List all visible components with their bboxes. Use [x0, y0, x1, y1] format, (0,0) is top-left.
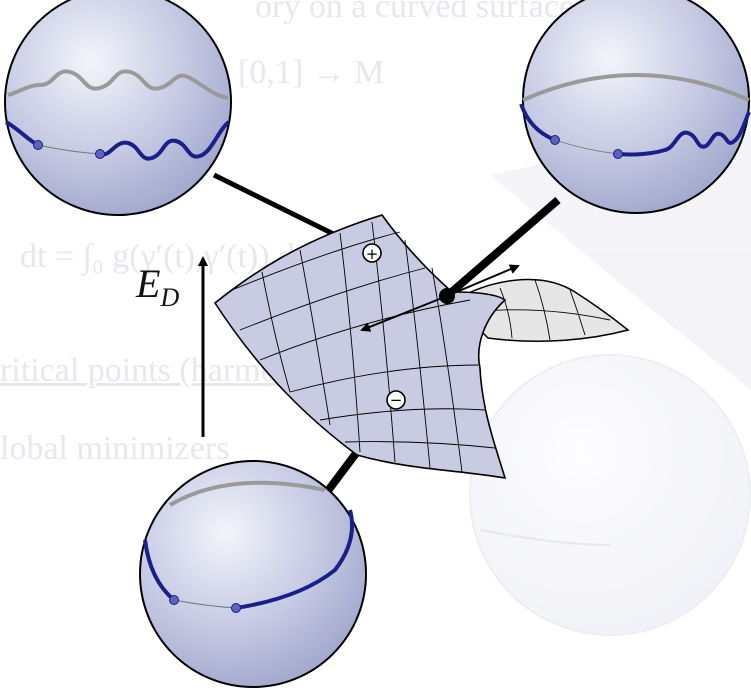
sphere-top-right	[519, 0, 751, 214]
back-great-circle	[168, 480, 326, 507]
min-marker-symbol: −	[390, 391, 403, 409]
back-wiggly-curve	[7, 69, 229, 100]
bg-text-minimizers: lobal minimizers	[0, 430, 230, 467]
endpoint-a	[169, 595, 179, 605]
tangent-arrow-down	[360, 295, 448, 332]
saddle-point-dot	[439, 288, 455, 304]
equator-thin-line	[37, 144, 101, 155]
endpoint-b	[231, 603, 241, 613]
sphere-bottom	[139, 460, 367, 688]
rod-top-right	[444, 196, 561, 300]
saddle-point-group	[360, 264, 520, 332]
endpoint-b	[613, 149, 623, 159]
endpoint-a	[550, 135, 560, 145]
bg-text-integral: dt = ∫₀ g(γ′(t),γ′(t)) dt	[20, 238, 305, 275]
min-marker: −	[386, 390, 406, 410]
energy-symbol: E	[136, 261, 161, 306]
tangent-arrow-up	[446, 264, 520, 297]
max-marker-symbol: +	[366, 245, 379, 263]
bg-text-map: [0,1] → M	[238, 54, 385, 91]
max-marker: +	[362, 243, 382, 263]
front-curve	[143, 509, 355, 610]
equator-thin-line	[173, 599, 237, 609]
energy-subscript: D	[160, 283, 180, 312]
sphere-top-left	[4, 0, 232, 216]
saddle-surface	[213, 214, 630, 480]
endpoint-b	[95, 149, 105, 159]
equator-thin-line	[554, 139, 619, 155]
endpoint-a	[33, 140, 43, 150]
energy-label: ED	[136, 260, 179, 313]
back-great-circle	[522, 73, 750, 102]
